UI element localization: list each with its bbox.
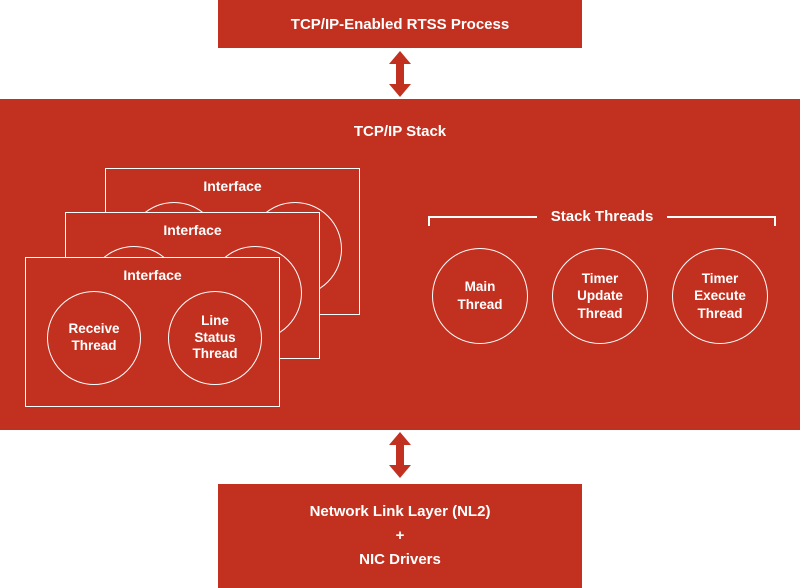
timer-update-thread-label: Timer Update Thread: [577, 270, 623, 321]
plus-label: +: [395, 527, 405, 544]
nl2-label: Network Link Layer (NL2): [309, 503, 491, 520]
interface-box-front: Interface Receive Thread Line Status Thr…: [25, 257, 280, 407]
bracket-line-right: [667, 216, 777, 226]
interface-label: Interface: [163, 222, 222, 238]
timer-update-thread-circle: Timer Update Thread: [552, 248, 648, 344]
double-arrow-top-icon: [389, 51, 411, 97]
stack-threads-bracket: Stack Threads: [428, 207, 777, 227]
stack-threads-label: Stack Threads: [550, 208, 654, 225]
interface-label: Interface: [203, 178, 262, 194]
line-status-thread-circle: Line Status Thread: [168, 291, 262, 385]
double-arrow-bottom-icon: [389, 432, 411, 478]
bracket-line-left: [428, 216, 537, 226]
interface-label: Interface: [123, 267, 182, 283]
receive-thread-circle: Receive Thread: [47, 291, 141, 385]
timer-execute-thread-circle: Timer Execute Thread: [672, 248, 768, 344]
rtss-process-box: TCP/IP-Enabled RTSS Process: [218, 0, 582, 48]
nic-drivers-label: NIC Drivers: [359, 551, 441, 568]
tcpip-stack-box: TCP/IP Stack Interface Interface Interfa…: [0, 99, 800, 430]
main-thread-circle: Main Thread: [432, 248, 528, 344]
receive-thread-label: Receive Thread: [68, 321, 120, 353]
line-status-thread-label: Line Status Thread: [192, 312, 238, 362]
timer-execute-thread-label: Timer Execute Thread: [694, 270, 746, 321]
main-thread-label: Main Thread: [457, 279, 503, 312]
rtss-process-label: TCP/IP-Enabled RTSS Process: [290, 15, 510, 33]
nl2-nic-box: Network Link Layer (NL2) + NIC Drivers: [218, 484, 582, 588]
tcpip-stack-title: TCP/IP Stack: [353, 123, 447, 140]
